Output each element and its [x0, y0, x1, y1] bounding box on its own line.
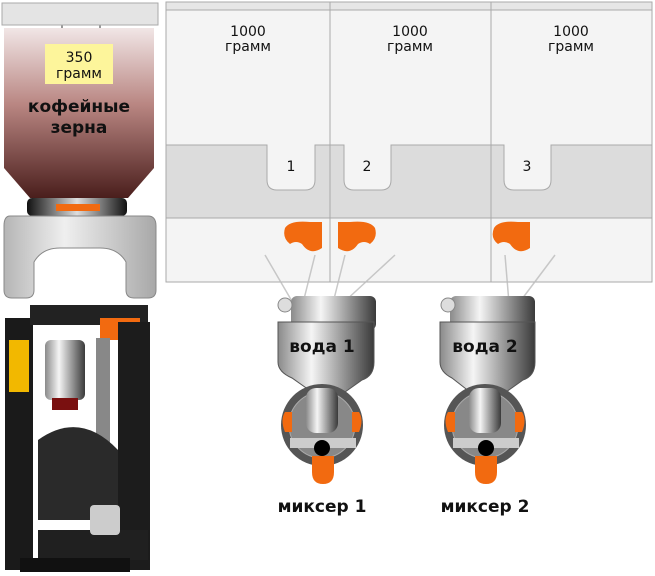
mixer-2: вода 2 миксер 2: [439, 296, 536, 517]
mixer-1: вода 1 миксер 1: [277, 296, 376, 517]
mixer-outlet: [475, 456, 497, 484]
canister-unit: грамм: [548, 39, 594, 55]
canister-number: 1: [287, 159, 296, 175]
canister-unit: грамм: [225, 39, 271, 55]
water-label: вода 1: [289, 337, 354, 357]
hopper-amount: 350: [66, 50, 93, 66]
canister-amount: 1000: [230, 24, 266, 40]
mixer-label: миксер 1: [278, 497, 367, 517]
canister-unit: грамм: [387, 39, 433, 55]
dispenser-flaps: [284, 221, 530, 252]
hopper-base: [3, 215, 157, 299]
mixer-label: миксер 2: [441, 497, 530, 517]
canister-amount: 1000: [553, 24, 589, 40]
canister-number: 2: [363, 159, 372, 175]
hopper-unit: грамм: [56, 66, 102, 82]
mixer-outlet: [312, 456, 334, 484]
grinder: [5, 305, 150, 572]
warning-label: [9, 340, 29, 392]
bean-hopper: 350 грамм кофейные зерна: [1, 2, 159, 299]
water-label: вода 2: [452, 337, 517, 357]
hopper-amount-badge: [45, 44, 113, 84]
hopper-label-line2: зерна: [51, 118, 108, 138]
canister-number: 3: [523, 159, 532, 175]
hopper-shutter: [56, 204, 100, 211]
hopper-label-line1: кофейные: [28, 97, 130, 117]
coffee-beans-container: [4, 28, 154, 198]
canister-amount: 1000: [392, 24, 428, 40]
